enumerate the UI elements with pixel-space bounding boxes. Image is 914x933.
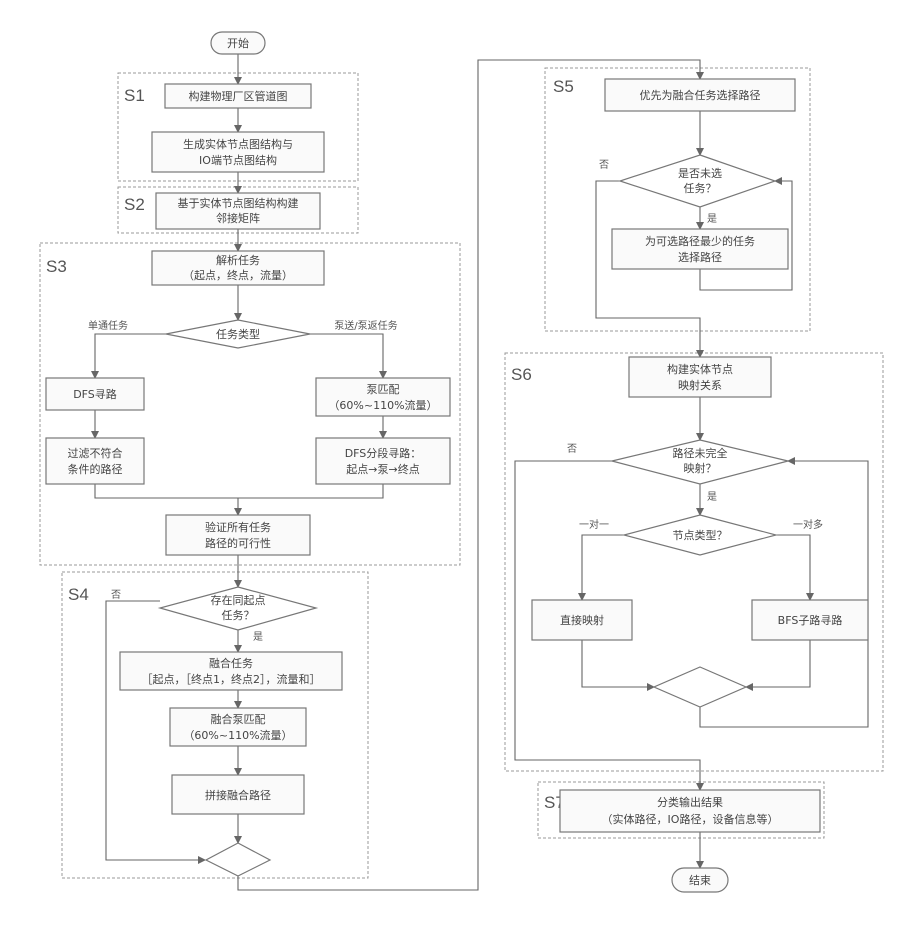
s6-path-unmapped-line1: 路径未完全 bbox=[673, 446, 728, 460]
s4-yes-label: 是 bbox=[253, 631, 263, 643]
stage-label-s2: S2 bbox=[124, 195, 145, 214]
s6-no-label: 否 bbox=[567, 443, 577, 455]
s5-priority-text: 优先为融合任务选择路径 bbox=[640, 88, 761, 102]
s3-verify-line2: 路径的可行性 bbox=[205, 536, 271, 550]
s6-one-to-one-label: 一对一 bbox=[579, 518, 609, 531]
s3-pump-match-line2: （60%~110%流量） bbox=[328, 398, 437, 412]
s5-unselected-decision bbox=[620, 155, 775, 207]
stage-label-s6: S6 bbox=[511, 365, 532, 384]
start-label: 开始 bbox=[227, 36, 249, 50]
s4-merge-task-line1: 融合任务 bbox=[209, 656, 253, 670]
s7-output-line2: （实体路径，IO路径，设备信息等） bbox=[602, 812, 779, 826]
stage-s6-group bbox=[505, 353, 883, 771]
s3-dfs-text: DFS寻路 bbox=[73, 388, 117, 401]
s5-select-path-line2: 选择路径 bbox=[678, 250, 722, 264]
s6-mapping-line2: 映射关系 bbox=[678, 378, 722, 392]
s4-merge-pump-line1: 融合泵匹配 bbox=[211, 712, 266, 726]
s5-unselected-line1: 是否未选 bbox=[678, 167, 722, 180]
s3-parse-task-line1: 解析任务 bbox=[216, 253, 260, 267]
s6-mapping-line1: 构建实体节点 bbox=[667, 362, 733, 376]
s6-merge-junction bbox=[654, 667, 746, 707]
s6-bfs-text: BFS子路寻路 bbox=[778, 614, 843, 627]
s5-no-label: 否 bbox=[599, 159, 609, 171]
stage-label-s5: S5 bbox=[553, 77, 574, 96]
s5-unselected-line2: 任务？ bbox=[684, 182, 717, 195]
s1-generate-graph-line2: IO端节点图结构 bbox=[199, 153, 277, 167]
s3-dfs-segment-box bbox=[316, 438, 450, 484]
s4-merge-pump-line2: （60%~110%流量） bbox=[183, 728, 292, 742]
s5-yes-label: 是 bbox=[707, 213, 717, 225]
stage-label-s4: S4 bbox=[68, 585, 89, 604]
stage-label-s3: S3 bbox=[46, 257, 67, 276]
s1-build-map-text: 构建物理厂区管道图 bbox=[189, 89, 288, 103]
s3-verify-line1: 验证所有任务 bbox=[205, 520, 271, 534]
s4-no-label: 否 bbox=[111, 589, 121, 601]
s1-generate-graph-line1: 生成实体节点图结构与 bbox=[183, 137, 293, 151]
s4-merge-task-line2: ［起点，［终点1，终点2］，流量和］ bbox=[142, 672, 321, 686]
s3-filter-line2: 条件的路径 bbox=[68, 462, 123, 476]
s3-dfs-segment-line2: 起点→泵→终点 bbox=[346, 462, 419, 476]
end-label: 结束 bbox=[689, 874, 711, 887]
stage-label-s1: S1 bbox=[124, 86, 145, 105]
s7-output-line1: 分类输出结果 bbox=[657, 795, 723, 809]
s6-direct-map-text: 直接映射 bbox=[560, 613, 604, 627]
s5-select-path-line1: 为可选路径最少的任务 bbox=[645, 234, 755, 248]
s3-pump-match-line1: 泵匹配 bbox=[367, 383, 400, 396]
s6-yes-label: 是 bbox=[707, 491, 717, 503]
s3-task-type-text: 任务类型 bbox=[216, 327, 260, 341]
s3-parse-task-line2: （起点，终点，流量） bbox=[183, 268, 293, 282]
s3-pump-task-label: 泵送/泵返任务 bbox=[334, 319, 397, 332]
s4-merge-junction bbox=[206, 843, 270, 876]
s4-splice-path-text: 拼接融合路径 bbox=[205, 788, 271, 802]
s2-adjacency-line1: 基于实体节点图结构构建 bbox=[178, 196, 299, 210]
s3-filter-line1: 过滤不符合 bbox=[68, 446, 123, 460]
s4-same-start-line1: 存在同起点 bbox=[211, 593, 266, 607]
s3-filter-box bbox=[46, 438, 144, 484]
s3-single-task-label: 单通任务 bbox=[88, 319, 128, 332]
s6-node-type-text: 节点类型？ bbox=[673, 528, 728, 542]
s4-same-start-line2: 任务？ bbox=[222, 609, 255, 622]
s3-dfs-segment-line1: DFS分段寻路： bbox=[345, 446, 422, 460]
s6-one-to-many-label: 一对多 bbox=[793, 518, 823, 531]
s6-path-unmapped-line2: 映射？ bbox=[684, 461, 717, 475]
s2-adjacency-line2: 邻接矩阵 bbox=[216, 211, 260, 225]
